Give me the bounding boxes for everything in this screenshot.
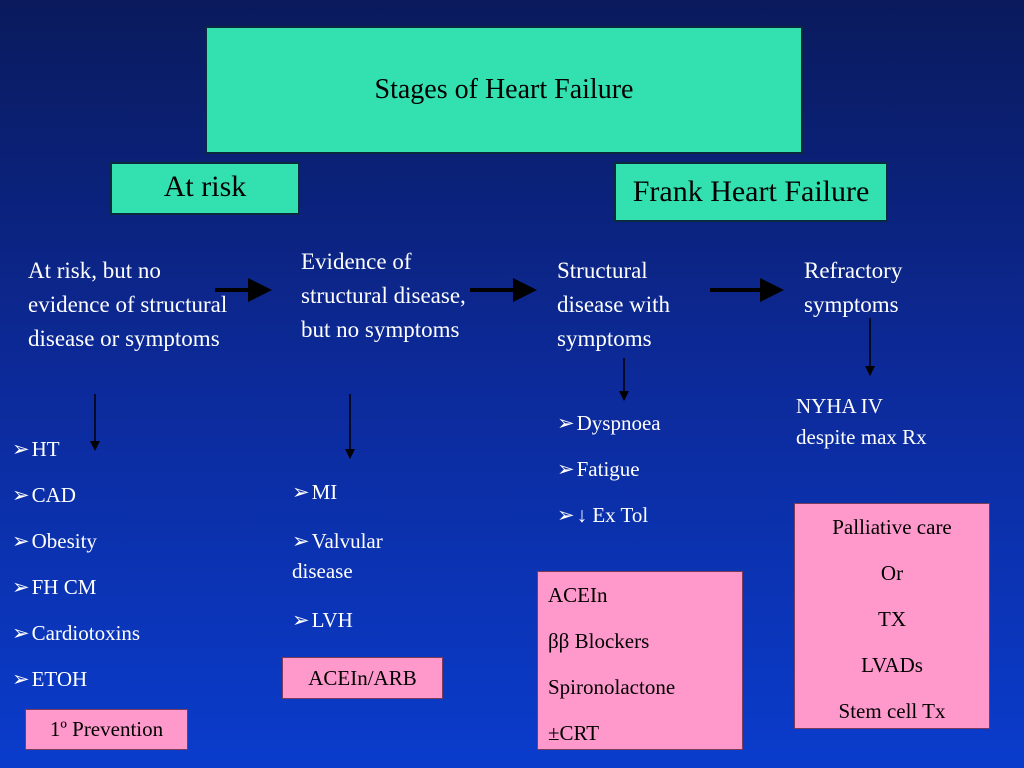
stage-3-symptoms: ➢Dyspnoea ➢Fatigue ➢↓ Ex Tol — [557, 411, 727, 549]
arrow-bullet-icon: ➢ — [12, 437, 30, 461]
list-item: TX — [878, 607, 906, 631]
arrow-bullet-icon: ➢ — [12, 529, 30, 553]
list-item: ➢HT — [12, 437, 60, 461]
treatment-stage-4: Palliative care Or TX LVADs Stem cell Tx — [794, 503, 990, 729]
diagram-title: Stages of Heart Failure — [374, 74, 634, 105]
stage-1-text: At risk, but no evidence of structural d… — [28, 258, 228, 351]
list-item: ➢CAD — [12, 483, 76, 507]
treatment-stage-1: 1º Prevention — [25, 709, 188, 750]
list-item: ➢Dyspnoea — [557, 411, 661, 435]
arrow-bullet-icon: ➢ — [292, 480, 310, 504]
stage-4-text: Refractory symptoms — [804, 258, 903, 317]
list-item: Stem cell Tx — [838, 699, 946, 723]
list-item: ±CRT — [548, 721, 600, 745]
list-item: ➢Cardiotoxins — [12, 621, 141, 645]
stage-2-examples: ➢MI ➢Valvular disease ➢LVH — [292, 480, 432, 654]
treatment-stage-2: ACEIn/ARB — [282, 657, 443, 699]
list-item: Spironolactone — [548, 675, 676, 699]
stage-4-note: NYHA IV despite max Rx — [796, 394, 927, 449]
list-item: ➢MI — [292, 480, 338, 504]
list-item: ➢↓ Ex Tol — [557, 503, 649, 527]
list-item: ACEIn — [548, 583, 608, 607]
list-item: ➢Obesity — [12, 529, 97, 553]
arrow-bullet-icon: ➢ — [292, 608, 310, 632]
list-item: LVADs — [861, 653, 923, 677]
list-item: Or — [880, 561, 904, 585]
arrow-bullet-icon: ➢ — [557, 411, 575, 435]
arrow-bullet-icon: ➢ — [12, 621, 30, 645]
list-item: ββ Blockers — [548, 629, 650, 653]
list-item: ➢FH CM — [12, 575, 97, 599]
list-item: ➢Fatigue — [557, 457, 640, 481]
treatment-stage-3: ACEIn ββ Blockers Spironolactone ±CRT — [537, 571, 743, 750]
list-item: ➢ETOH — [12, 667, 88, 691]
arrow-bullet-icon: ➢ — [557, 503, 575, 527]
arrow-bullet-icon: ➢ — [12, 667, 30, 691]
list-item: ➢Valvular disease — [292, 529, 383, 583]
list-item: Palliative care — [832, 515, 952, 539]
frank-heart-failure-label: Frank Heart Failure — [632, 175, 870, 208]
arrow-bullet-icon: ➢ — [292, 529, 310, 553]
stage-3-text: Structural disease with symptoms — [557, 258, 671, 351]
at-risk-label: At risk — [163, 169, 247, 203]
at-risk-group-box: At risk — [110, 162, 300, 215]
arrow-bullet-icon: ➢ — [12, 483, 30, 507]
title-box: Stages of Heart Failure — [205, 26, 803, 154]
arrow-bullet-icon: ➢ — [557, 457, 575, 481]
stage-2-text: Evidence of structural disease, but no s… — [301, 249, 466, 342]
arrow-bullet-icon: ➢ — [12, 575, 30, 599]
list-item: ➢LVH — [292, 608, 353, 632]
stage-1-examples: ➢HT ➢CAD ➢Obesity ➢FH CM ➢Cardiotoxins ➢… — [12, 437, 202, 713]
frank-heart-failure-group-box: Frank Heart Failure — [614, 162, 888, 222]
